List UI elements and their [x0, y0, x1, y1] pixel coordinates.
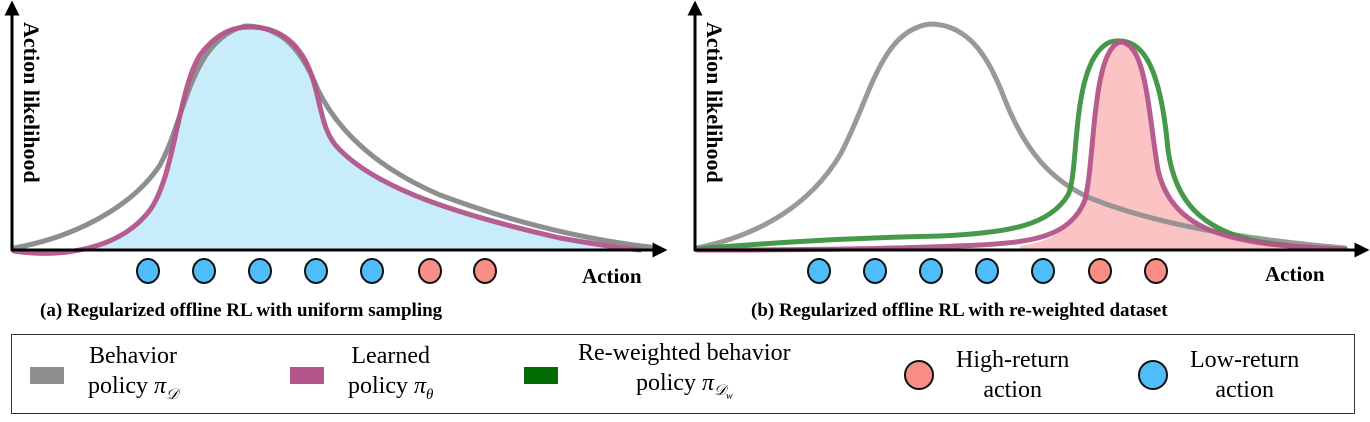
low-return-action	[248, 258, 272, 284]
x-axis-label-a: Action	[582, 264, 642, 288]
low-return-action	[1031, 258, 1055, 284]
behavior-swatch-icon	[30, 366, 64, 384]
high-return-action	[1144, 258, 1168, 284]
legend-item-learned: Learned policy πθ	[290, 335, 433, 415]
learned-policy-fill-b	[1020, 42, 1345, 250]
action-markers-b	[807, 258, 1168, 284]
low-return-action	[360, 258, 384, 284]
low-return-action	[807, 258, 831, 284]
reweighted-swatch-icon	[524, 366, 558, 384]
legend-item-reweighted: Re-weighted behavior policy π𝒟w	[524, 335, 791, 415]
caption-a: (a) Regularized offline RL with uniform …	[40, 300, 443, 321]
legend-item-low-return: Low-return action	[1138, 335, 1299, 415]
high-return-action	[473, 258, 497, 284]
y-axis-label-b: Action likelihood	[702, 22, 727, 183]
legend-label-high-return: High-return action	[956, 347, 1070, 403]
low-return-action	[304, 258, 328, 284]
high-return-action	[1088, 258, 1112, 284]
learned-policy-curve-b	[694, 39, 1348, 253]
low-return-action	[919, 258, 943, 284]
legend-item-high-return: High-return action	[904, 335, 1069, 415]
x-axis-label-b: Action	[1265, 262, 1325, 286]
legend: Behavior policy π𝒟 Learned policy πθ Re-…	[11, 334, 1355, 414]
caption-b: (b) Regularized offline RL with re-weigh…	[751, 300, 1168, 321]
low-return-action	[136, 258, 160, 284]
low-return-action	[863, 258, 887, 284]
panel-b-plot	[687, 0, 1370, 284]
learned-swatch-icon	[290, 366, 324, 384]
behavior-policy-curve-b	[694, 21, 1348, 251]
low-return-circle-icon	[1138, 360, 1168, 390]
low-return-action	[192, 258, 216, 284]
legend-label-reweighted: Re-weighted behavior policy π𝒟w	[578, 339, 791, 403]
legend-label-low-return: Low-return action	[1190, 347, 1300, 403]
reweighted-policy-curve	[694, 38, 1348, 252]
legend-item-behavior: Behavior policy π𝒟	[30, 335, 178, 415]
learned-policy-curve-a	[11, 24, 643, 256]
low-return-action	[975, 258, 999, 284]
legend-label-behavior: Behavior policy π𝒟	[88, 342, 179, 403]
learned-policy-fill	[14, 27, 640, 253]
panel-a-plot	[4, 0, 668, 284]
action-markers-a	[136, 258, 497, 284]
high-return-action	[418, 258, 442, 284]
legend-label-learned: Learned policy πθ	[348, 342, 434, 403]
y-axis-label-a: Action likelihood	[19, 22, 44, 183]
high-return-circle-icon	[904, 360, 934, 390]
